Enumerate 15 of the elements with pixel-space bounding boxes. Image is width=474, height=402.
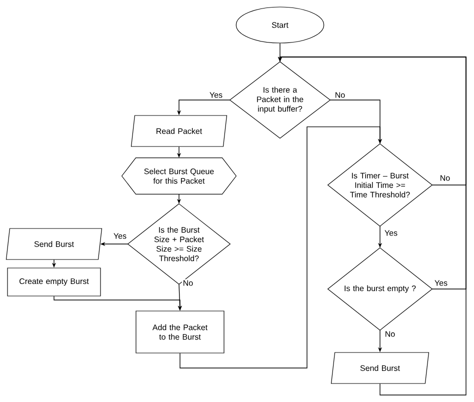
process-box: Add the Packet to the Burst (136, 310, 224, 354)
edge-label: No (334, 91, 346, 99)
edge-label: Yes (383, 229, 399, 237)
input-output-box: Read Packet (130, 115, 228, 147)
input-output-box: Send Burst (6, 228, 102, 260)
arrow (180, 126, 382, 368)
process-box: Create empty Burst (7, 268, 101, 296)
input-output-box: Send Burst (330, 352, 430, 384)
edge-label: Yes (208, 91, 224, 99)
edge-label: No (182, 279, 194, 287)
edge-label: Yes (112, 232, 128, 240)
edge-label: No (438, 174, 452, 182)
start-terminal: Start (236, 6, 324, 44)
edge-label: Yes (433, 279, 449, 287)
edge-label: No (384, 330, 396, 338)
